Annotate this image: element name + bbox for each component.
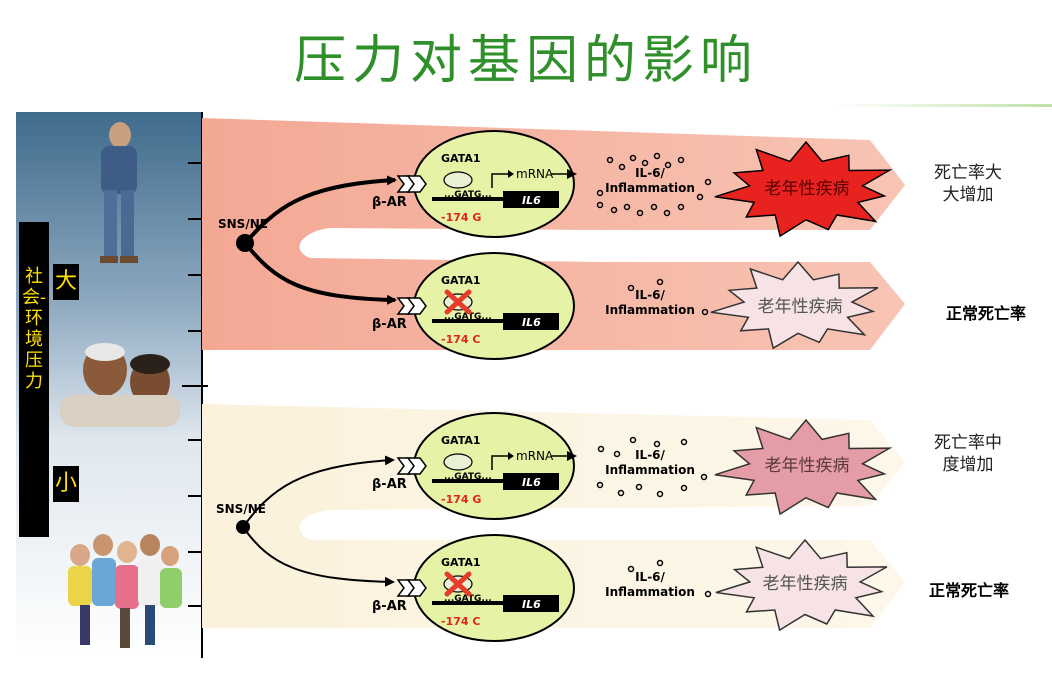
- sequence-label: ...GATG...: [444, 312, 492, 322]
- gata1-label: GATA1: [441, 152, 481, 165]
- mrna-label: mRNA: [516, 167, 554, 181]
- variant-label: -174 G: [441, 493, 481, 506]
- receptor-label: β-AR: [372, 195, 407, 210]
- disease-burst-3: [714, 418, 893, 516]
- high-stress-band: [202, 118, 905, 350]
- sequence-label: ...GATG...: [444, 594, 492, 604]
- disease-label-2: 老年性疾病: [757, 297, 843, 317]
- gata1-label: GATA1: [441, 274, 481, 287]
- gata1-label: GATA1: [441, 556, 481, 569]
- title-underline: [835, 104, 1052, 107]
- low-stress-marker: 小: [53, 466, 79, 502]
- inflammation-label: IL-6/: [635, 448, 665, 462]
- variant-label: -174 G: [441, 211, 481, 224]
- stressed-man-photo: [100, 122, 138, 263]
- mrna-label: mRNA: [516, 449, 554, 463]
- inflammation-label: Inflammation: [605, 303, 695, 317]
- cell-body: [413, 534, 575, 642]
- disease-burst-4: [715, 538, 888, 632]
- il6-gene-box: [503, 473, 559, 490]
- il6-gene-label: IL6: [522, 476, 541, 489]
- inflammation-label: Inflammation: [605, 585, 695, 599]
- transcription-arrowhead: [508, 452, 514, 460]
- sns-branch-high: [236, 175, 397, 305]
- outcome-pathway-4: 正常死亡率: [928, 581, 1009, 600]
- variant-label: -174 C: [441, 333, 480, 346]
- receptor-label: β-AR: [372, 317, 407, 332]
- variant-label: -174 C: [441, 615, 480, 628]
- receptor-icon: [406, 297, 427, 315]
- stress-axis-label: 社会-环境压力: [19, 222, 49, 537]
- outcome-pathway-3: 死亡率中度增加: [934, 433, 1002, 475]
- sns-branch-low: [236, 455, 395, 587]
- il6-gene-box: [503, 191, 559, 208]
- sns-ne-label-high: SNS/NE: [218, 217, 268, 231]
- sns-ne-label-low: SNS/NE: [216, 502, 266, 516]
- disease-burst-1: [714, 140, 893, 238]
- receptor-icon: [406, 579, 427, 597]
- inflammation-label: IL-6/: [635, 166, 665, 180]
- inflammation-particles: [596, 152, 712, 598]
- blocked-x-icon: [444, 571, 472, 597]
- il6-gene-label: IL6: [522, 194, 541, 207]
- il6-gene-box: [503, 595, 559, 612]
- elderly-couple-photo: [60, 343, 180, 427]
- receptor-label: β-AR: [372, 599, 407, 614]
- outcome-pathway-1: 死亡率大大增加: [934, 163, 1002, 205]
- disease-burst-2: [710, 260, 879, 350]
- il6-gene-label: IL6: [522, 598, 541, 611]
- receptor-icon: [406, 175, 427, 193]
- page-title: 压力对基因的影响: [293, 31, 758, 91]
- disease-label-4: 老年性疾病: [762, 574, 848, 594]
- high-stress-marker: 大: [53, 264, 79, 300]
- cell-body: [413, 412, 575, 520]
- transcription-arrow: [491, 173, 508, 188]
- happy-crowd-photo: [68, 534, 182, 648]
- disease-label-1: 老年性疾病: [764, 179, 850, 199]
- inflammation-label: Inflammation: [605, 181, 695, 195]
- transcription-arrow: [491, 455, 508, 470]
- cell-body: [413, 252, 575, 360]
- outcome-pathway-2: 正常死亡率: [945, 304, 1026, 323]
- cell-body: [413, 130, 575, 238]
- gata1-label: GATA1: [441, 434, 481, 447]
- disease-label-3: 老年性疾病: [764, 456, 850, 476]
- low-stress-band: [202, 404, 905, 628]
- blocked-x-icon: [444, 289, 472, 315]
- il6-gene-box: [503, 313, 559, 330]
- inflammation-label: IL-6/: [635, 288, 665, 302]
- inflammation-label: Inflammation: [605, 463, 695, 477]
- gata1-protein: [443, 171, 473, 189]
- sequence-label: ...GATG...: [444, 472, 492, 482]
- scale-ticks: [182, 162, 208, 607]
- gata1-protein: [443, 453, 473, 471]
- inflammation-label: IL-6/: [635, 570, 665, 584]
- receptor-icon: [406, 457, 427, 475]
- transcription-arrowhead: [508, 170, 514, 178]
- il6-gene-label: IL6: [522, 316, 541, 329]
- receptor-label: β-AR: [372, 477, 407, 492]
- sequence-label: ...GATG...: [444, 190, 492, 200]
